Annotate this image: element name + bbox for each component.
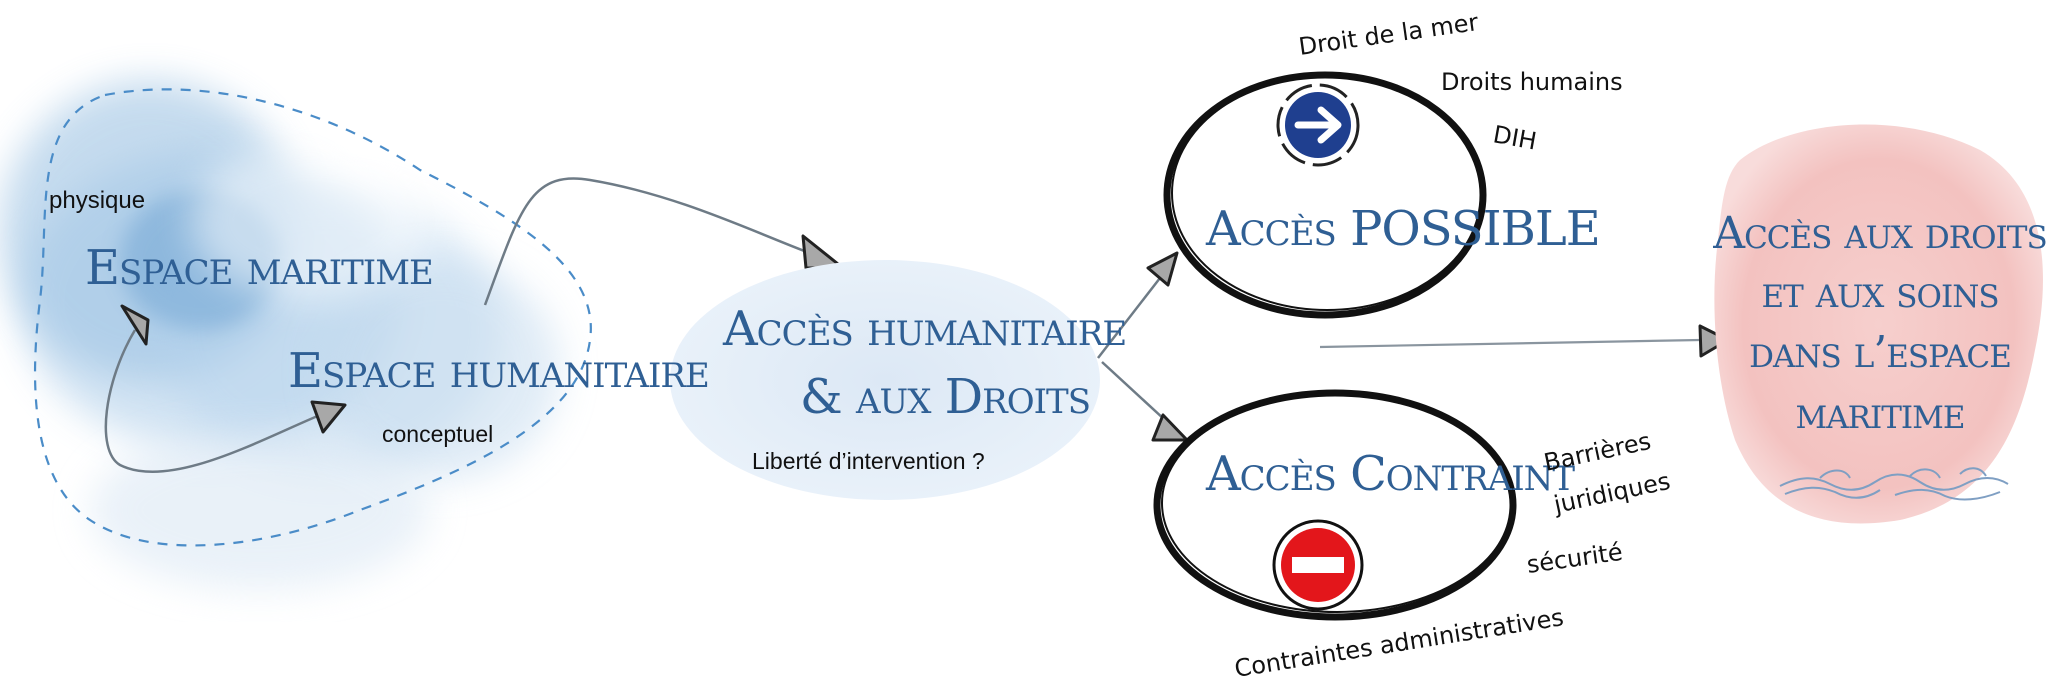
- waves-icon: [1779, 467, 2009, 501]
- acces-contraint-ellipse-sketch: [1161, 393, 1513, 613]
- branch-arrow-up: [1097, 277, 1161, 359]
- arrowhead-final: [1698, 324, 1730, 358]
- label-liberte: Liberté d’intervention ?: [752, 448, 985, 474]
- label-final-1: Accès aux droits: [1712, 208, 2046, 259]
- watercolor-cloud: [0, 80, 560, 590]
- arrow-right-sign-icon: [1276, 83, 1360, 167]
- acces-contraint-ellipse: [1153, 389, 1517, 621]
- label-barrieres-1: Barrières: [1541, 427, 1653, 477]
- arrowhead-right-small: [310, 400, 347, 434]
- label-acces-possible: Accès POSSIBLE: [1205, 201, 1600, 257]
- loop-arrow: [104, 329, 321, 474]
- label-espace-maritime: Espace maritime: [85, 240, 433, 296]
- label-final-2: et aux soins: [1761, 267, 1998, 318]
- label-dih: DIH: [1491, 120, 1539, 155]
- dashed-boundary: [33, 88, 592, 547]
- label-final-3: dans l’espace: [1749, 327, 2011, 378]
- final-pink-blob: [1714, 124, 2043, 524]
- final-arrow: [1319, 338, 1701, 349]
- label-acces-humanitaire-1: Accès humanitaire: [722, 301, 1126, 357]
- arrowhead-branch-up: [1146, 251, 1179, 287]
- label-physique: physique: [49, 187, 145, 214]
- no-entry-sign-icon: [1272, 519, 1364, 611]
- branch-arrow-down: [1101, 361, 1166, 421]
- arrowhead-up: [120, 304, 150, 346]
- arrowhead-branch-down: [1151, 413, 1189, 442]
- label-espace-humanitaire: Espace humanitaire: [288, 343, 709, 399]
- label-conceptuel: conceptuel: [382, 421, 493, 447]
- label-acces-humanitaire-2: & aux Droits: [800, 369, 1090, 425]
- label-acces-contraint: Accès Contraint: [1205, 446, 1575, 502]
- curve-arrow: [483, 177, 816, 306]
- acces-possible-ellipse-sketch: [1171, 75, 1483, 311]
- acces-humanitaire-bubble: [670, 260, 1100, 500]
- label-droit-mer: Droit de la mer: [1297, 8, 1480, 61]
- label-securite: sécurité: [1525, 538, 1624, 579]
- label-droits-humains: Droits humains: [1441, 68, 1623, 96]
- acces-possible-ellipse: [1163, 71, 1487, 319]
- label-final-4: maritime: [1795, 388, 1964, 439]
